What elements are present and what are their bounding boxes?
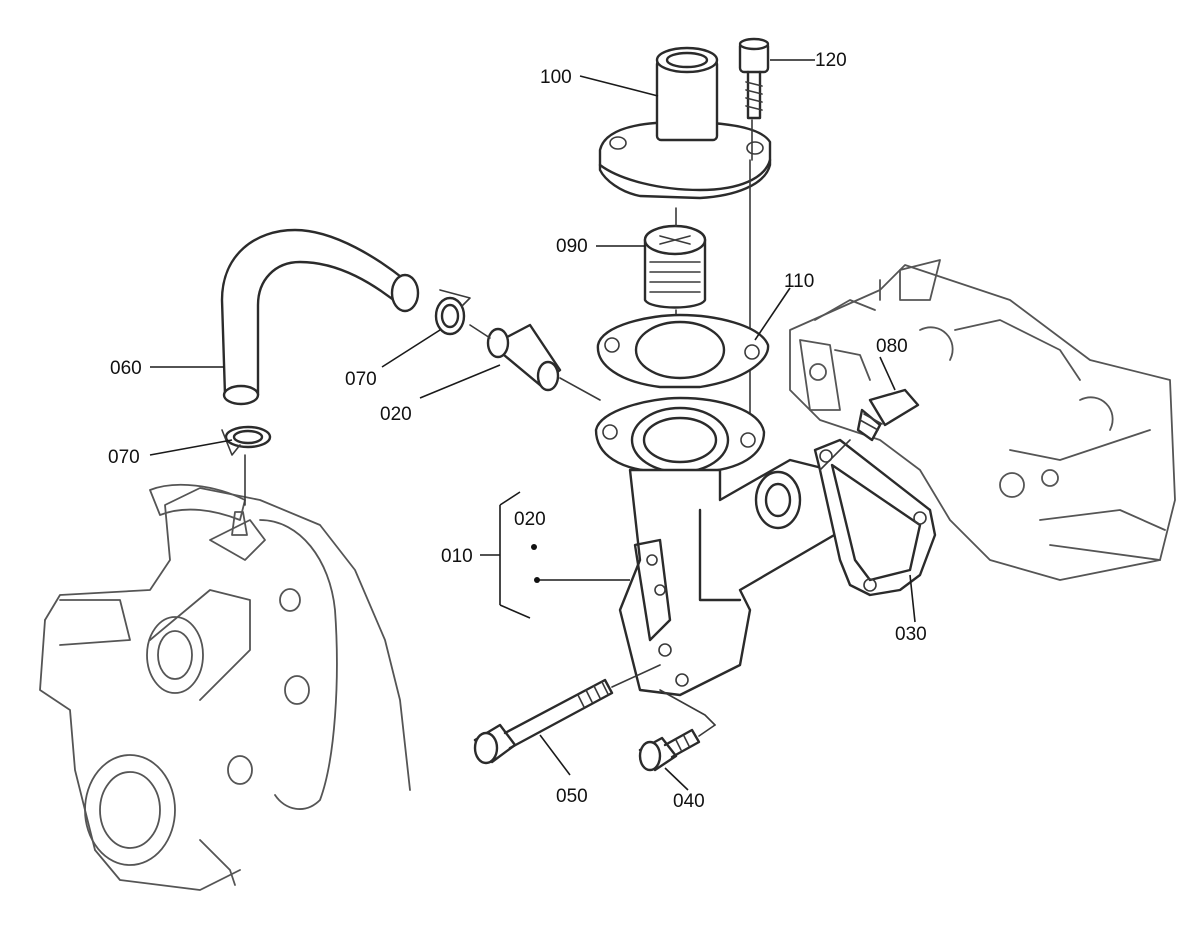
label-110: 110 (784, 271, 814, 292)
engine-block-right (789, 259, 1176, 581)
label-010: 010 (441, 546, 473, 567)
label-020-hose: 020 (380, 404, 412, 425)
plug-part-080 (819, 388, 920, 471)
hose-part-060 (220, 228, 420, 406)
label-120: 120 (815, 50, 847, 71)
label-090: 090 (556, 236, 588, 257)
part-labels: 100 120 090 110 080 060 070 070 020 020 … (108, 50, 927, 812)
label-040: 040 (673, 791, 705, 812)
water-flange-part-100 (598, 46, 772, 200)
water-pump-housing (39, 483, 411, 891)
label-050: 050 (556, 786, 588, 807)
bypass-hose-part-020 (469, 323, 601, 401)
bolt-part-040 (638, 724, 716, 772)
label-060: 060 (110, 358, 142, 379)
bolt-part-120 (738, 37, 770, 421)
label-100: 100 (540, 67, 572, 88)
label-080: 080 (876, 336, 908, 357)
clamp-upper-part-070 (434, 289, 471, 336)
clamp-lower-part-070 (221, 425, 272, 506)
thermostat-housing-part-010 (594, 396, 862, 726)
label-020-bracket: 020 (514, 509, 546, 530)
leader-lines (149, 59, 916, 791)
bolt-part-050 (473, 664, 661, 765)
gasket-part-110 (596, 313, 770, 389)
label-030: 030 (895, 624, 927, 645)
thermostat-part-090 (643, 207, 707, 351)
label-070-lower: 070 (108, 447, 140, 468)
label-070-upper: 070 (345, 369, 377, 390)
gasket-part-030 (813, 438, 937, 597)
